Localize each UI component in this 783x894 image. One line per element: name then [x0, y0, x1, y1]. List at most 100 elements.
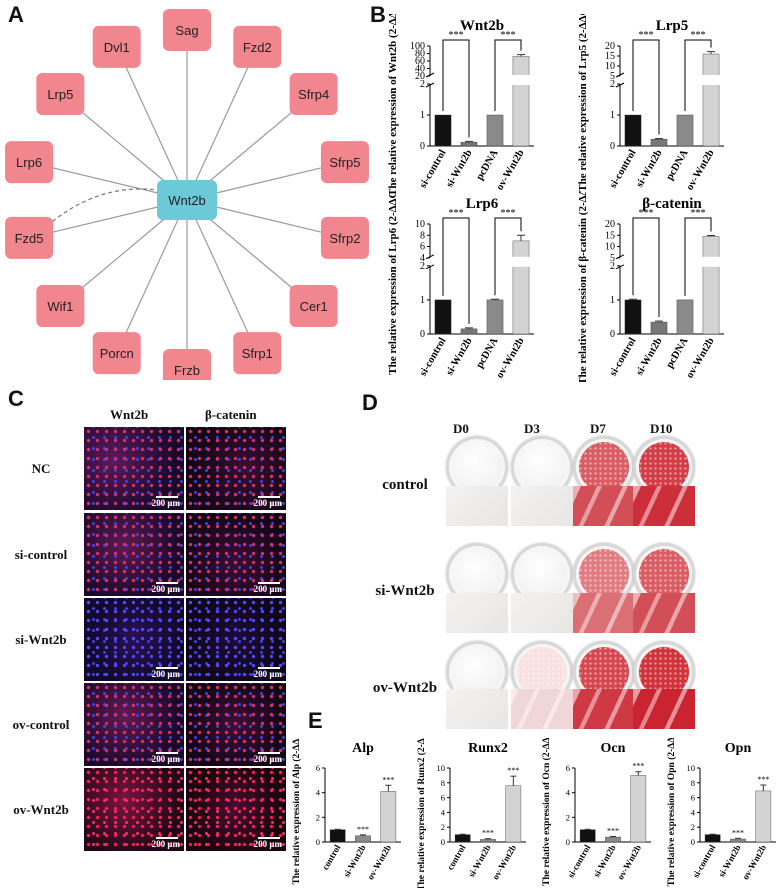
significance-label: ***: [482, 829, 494, 838]
y-tick-label: 0: [441, 837, 445, 847]
row-label-si-wnt2b: si-Wnt2b: [15, 632, 67, 647]
zoom-control-d10: [633, 486, 695, 526]
x-tick-label-ov-wnt2b: ov-Wnt2b: [615, 843, 643, 881]
significance-label: ***: [449, 208, 464, 219]
col-head-d3: D3: [524, 421, 540, 436]
network-diagram: SagFzd2Sfrp4Sfrp5Sfrp2Cer1Sfrp1FrzbPorcn…: [5, 9, 369, 380]
y-tick-label: 4: [566, 788, 571, 798]
bar-si-wnt2b: [730, 838, 746, 843]
scale-bar-label: 200 μm: [253, 839, 282, 849]
y-tick-label: 10: [437, 763, 446, 773]
axis-break-mark: [425, 264, 435, 270]
y-tick-label: 0: [610, 141, 615, 152]
y-axis-label-lrp5: The relative expression of Lrp5 (2-ΔΔCt): [577, 14, 589, 192]
col-head-beta-catenin: β-catenin: [205, 407, 257, 422]
scale-bar-label: 200 μm: [253, 669, 282, 679]
significance-label: ***: [357, 825, 369, 834]
micrograph-wnt2b-si-wnt2b: 200 μm: [84, 598, 184, 681]
bar-ov-wnt2b: [512, 56, 530, 147]
bar-control: [329, 829, 346, 843]
bar-ov-wnt2b: [755, 790, 772, 843]
scale-bar: [258, 496, 280, 498]
y-tick-label: 4: [441, 807, 446, 817]
node-lrp6: [5, 141, 54, 184]
x-tick-label-si-wnt2b: si-Wnt2b: [634, 148, 664, 190]
y-tick-label: 20: [605, 41, 615, 52]
x-tick-label-ov-wnt2b: ov-Wnt2b: [490, 843, 518, 881]
node-label-lrp6: Lrp6: [16, 155, 42, 170]
bar-control: [454, 834, 471, 843]
node-sfrp5: [320, 141, 369, 184]
scale-bar-label: 200 μm: [253, 584, 282, 594]
node-fzd2: [233, 25, 282, 68]
significance-label: ***: [382, 775, 394, 784]
zoom-control-d3: [511, 486, 573, 526]
scale-bar: [258, 582, 280, 584]
node-sfrp4: [289, 73, 338, 116]
y-tick-label: 0: [610, 329, 615, 340]
row-label-ov-control: ov-control: [12, 717, 70, 732]
y-tick-label: 0: [566, 837, 570, 847]
bar-si-control: [434, 299, 452, 335]
node-cer1: [289, 284, 338, 327]
bar-pcdna: [676, 114, 694, 147]
bar-si-wnt2b: [355, 835, 371, 843]
scale-bar: [258, 837, 280, 839]
y-tick-label: 80: [415, 49, 425, 60]
chart-title-lrp5: Lrp5: [656, 18, 689, 34]
y-tick-label: 8: [420, 230, 425, 241]
chart-lrp5: Lrp5 The relative expression of Lrp5 (2-Δ…: [577, 14, 724, 192]
bar-ov-wnt2b: [630, 775, 647, 843]
chart-title-catenin: β-catenin: [642, 196, 702, 212]
x-tick-label-pcdna: pcDNA: [664, 148, 690, 183]
bar-si-control: [704, 834, 721, 843]
node-label-sfrp5: Sfrp5: [329, 155, 360, 170]
zoom-ov-wnt2b-d7: [573, 689, 635, 729]
y-tick-label: 1: [610, 295, 615, 306]
bar-si-wnt2b: [480, 839, 496, 843]
x-tick-label-ov-wnt2b: ov-Wnt2b: [740, 843, 768, 881]
node-label-frzb: Frzb: [174, 363, 200, 378]
chart-title-ocn: Ocn: [601, 741, 626, 756]
y-tick-label: 5: [610, 71, 615, 82]
bar-break: [701, 256, 721, 267]
x-tick-label-si-wnt2b: si-Wnt2b: [466, 843, 492, 879]
col-head-d0: D0: [453, 421, 469, 436]
bar-pcdna: [486, 299, 504, 335]
bar-si-control: [624, 299, 642, 335]
node-label-dvl1: Dvl1: [104, 40, 130, 55]
bar-si-wnt2b: [460, 142, 478, 147]
y-tick-label: 1: [610, 110, 615, 121]
node-label-fzd5: Fzd5: [15, 231, 44, 246]
scale-bar: [258, 752, 280, 754]
y-tick-label: 10: [687, 763, 696, 773]
node-label-wif1: Wif1: [47, 299, 73, 314]
chart-title-opn: Opn: [725, 741, 752, 756]
y-axis-label-wnt2b: The relative expression of Wnt2b (2-ΔΔCt…: [387, 14, 399, 194]
y-tick-label: 6: [441, 793, 445, 803]
zoom-ov-wnt2b-d10: [633, 689, 695, 729]
panel-letter-e: E: [308, 708, 323, 733]
node-porcn: [92, 332, 141, 375]
significance-label: ***: [732, 828, 744, 837]
panel-letter-b: B: [370, 2, 386, 27]
x-tick-label-si-wnt2b: si-Wnt2b: [634, 336, 664, 378]
axis-break-mark: [615, 82, 625, 88]
node-label-lrp5: Lrp5: [47, 87, 73, 102]
y-tick-label: 15: [605, 230, 615, 241]
y-tick-label: 10: [415, 219, 425, 230]
chart-title-wnt2b: Wnt2b: [460, 18, 504, 34]
node-lrp5: [36, 73, 85, 116]
x-tick-label-si-wnt2b: si-Wnt2b: [341, 843, 367, 879]
y-tick-label: 2: [316, 812, 320, 822]
micrograph-catenin-ov-control: 200 μm: [186, 683, 286, 766]
bar-ov-wnt2b: [505, 785, 522, 843]
x-tick-label-si-control: si-control: [566, 843, 593, 880]
micrograph-catenin-ov-wnt2b: 200 μm: [186, 768, 286, 851]
bar-si-control: [579, 829, 596, 843]
y-tick-label: 60: [415, 56, 425, 67]
col-head-d10: D10: [650, 421, 673, 436]
bar-si-wnt2b: [605, 836, 621, 843]
